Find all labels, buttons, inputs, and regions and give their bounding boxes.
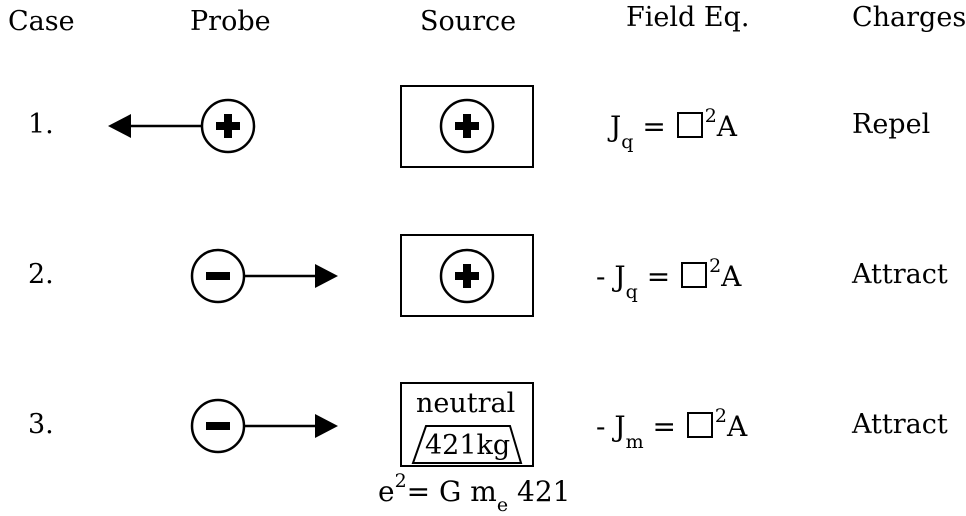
source-charge-1	[439, 98, 495, 154]
dalembertian-box-icon	[681, 262, 708, 288]
eq-j: J	[610, 110, 622, 143]
arrow-right-icon	[315, 414, 338, 438]
field-equation-1: Jq = 2A	[610, 107, 738, 152]
eq-j: J	[614, 260, 626, 293]
eq-a: A	[727, 410, 748, 443]
eq-equals: =	[646, 260, 671, 293]
header-probe: Probe	[190, 6, 271, 37]
probe-1	[108, 98, 256, 154]
eq-superscript: 2	[709, 255, 722, 277]
eq-prefix: -	[596, 410, 606, 443]
field-equation-3: - Jm = 2A	[596, 407, 748, 452]
eq-equals: =	[652, 410, 677, 443]
result-3: Attract	[852, 409, 948, 440]
header-case: Case	[8, 6, 75, 37]
formula-rest: = G m	[406, 475, 497, 508]
eq-a: A	[716, 110, 738, 143]
arrow-right-icon	[315, 264, 338, 288]
source-neutral-label: neutral	[416, 388, 516, 419]
header-charges: Charges	[852, 2, 966, 33]
eq-subscript: q	[621, 131, 634, 153]
probe-2	[190, 248, 338, 304]
case-number-1: 1.	[28, 109, 54, 140]
eq-j: J	[614, 410, 626, 443]
header-source: Source	[420, 6, 517, 37]
arrow-left-icon	[108, 114, 131, 138]
weight-trapezoid-icon	[411, 425, 523, 464]
dalembertian-box-icon	[686, 412, 713, 438]
source-mass-label: 421kg	[425, 430, 511, 461]
eq-superscript: 2	[714, 405, 728, 427]
result-2: Attract	[852, 259, 948, 290]
source-box-3	[400, 382, 534, 467]
eq-superscript: 2	[704, 105, 717, 127]
mass-charge-formula: e2= G me 421	[378, 470, 571, 516]
dalembertian-box-icon	[676, 112, 703, 138]
eq-subscript: m	[625, 431, 644, 453]
eq-subscript: q	[625, 281, 638, 303]
case-number-2: 2.	[28, 259, 54, 290]
source-charge-2	[439, 248, 495, 304]
result-1: Repel	[852, 109, 931, 140]
eq-prefix: -	[596, 260, 606, 293]
field-equation-2: - Jq = 2A	[596, 257, 742, 302]
formula-tail: 421	[508, 475, 571, 508]
formula-e-sup: 2	[394, 470, 407, 492]
source-box-1	[400, 85, 534, 168]
eq-a: A	[721, 260, 742, 293]
case-number-3: 3.	[28, 409, 54, 440]
formula-e: e	[378, 475, 395, 508]
source-box-2	[400, 234, 534, 317]
probe-3	[190, 398, 338, 454]
header-field-eq: Field Eq.	[626, 2, 750, 33]
eq-equals: =	[642, 110, 666, 143]
formula-sub: e	[496, 494, 509, 516]
